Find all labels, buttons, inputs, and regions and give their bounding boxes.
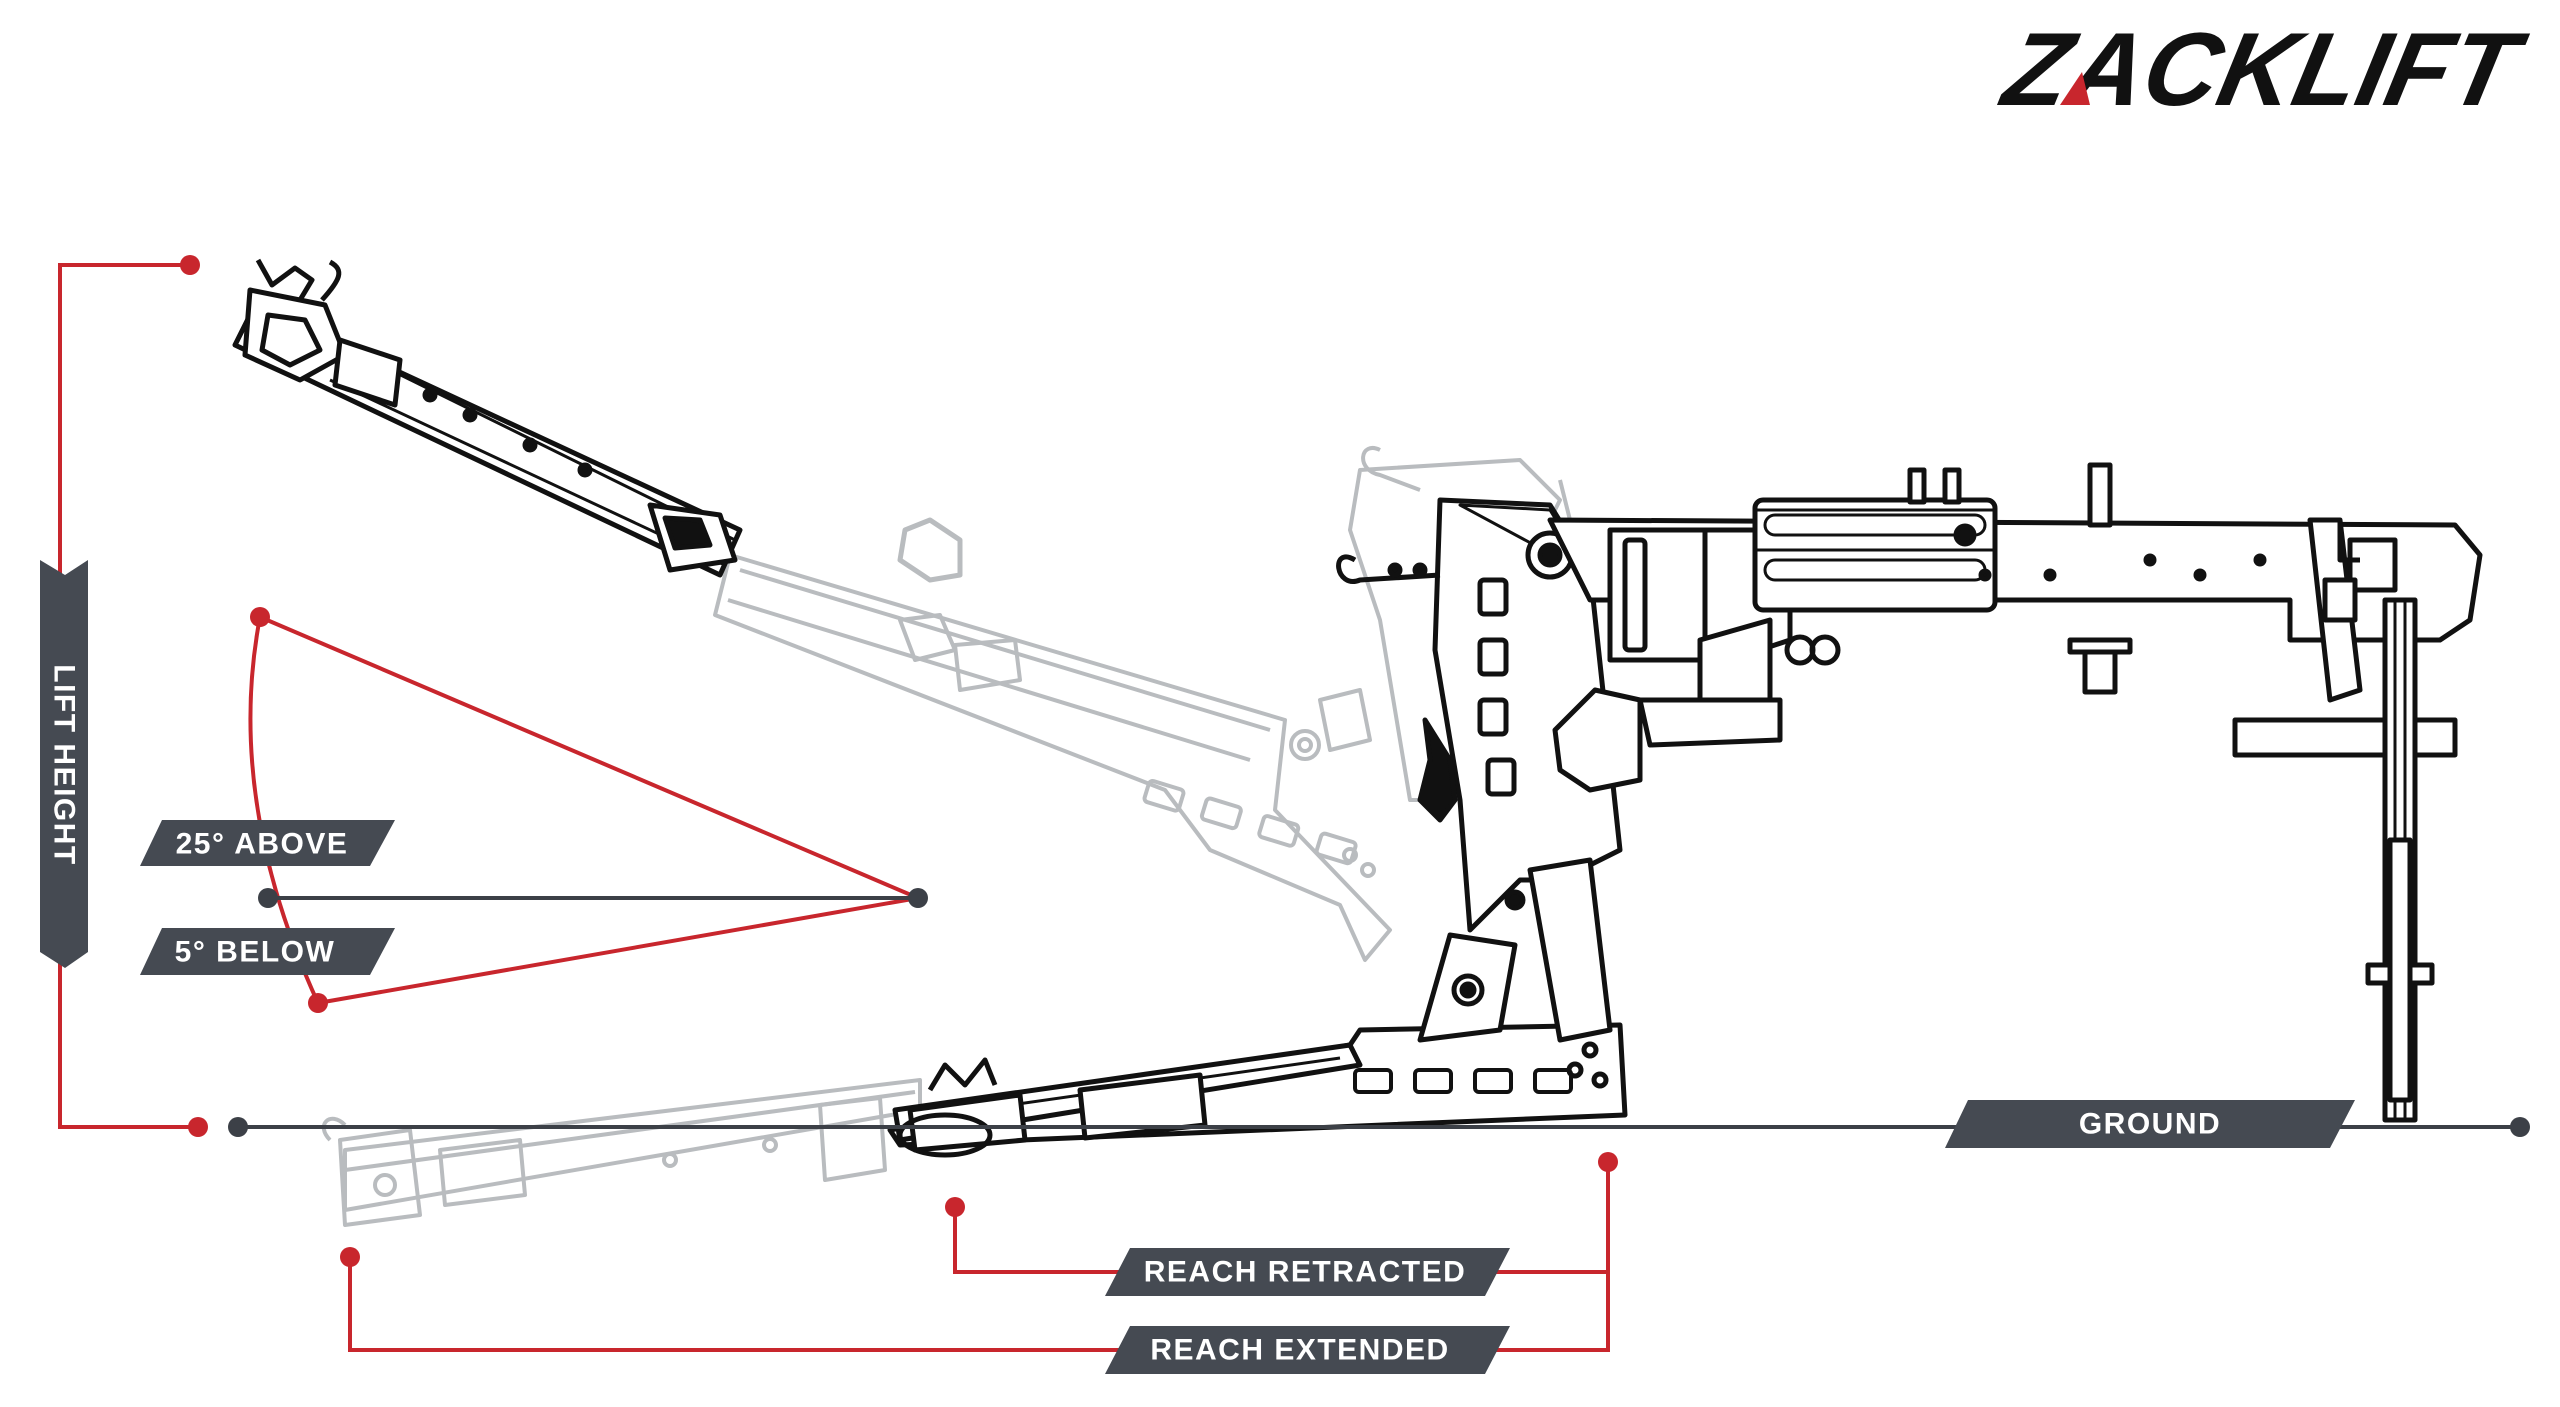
angle-above-plate [140, 820, 395, 866]
lift-height-text: LIFT HEIGHT [48, 664, 81, 865]
angle-level-dot [258, 888, 278, 908]
lift-angle-guide [248, 607, 928, 1013]
upright-arm [1336, 497, 1643, 1043]
reach-extended-text: REACH EXTENDED [1150, 1334, 1449, 1367]
reach-extended-start-dot [340, 1247, 360, 1267]
angle-pivot-dot [908, 888, 928, 908]
angle-line-below [317, 896, 919, 1005]
reach-extended-bracket [348, 1257, 1610, 1352]
ground-end-dot [2510, 1117, 2530, 1137]
lift-height-plate [40, 560, 88, 968]
angle-line-above [259, 615, 919, 900]
ground-text: GROUND [2079, 1108, 2221, 1141]
reach-end-dot [1598, 1152, 1618, 1172]
boom-raised [232, 258, 743, 578]
ground-label: GROUND [1945, 1100, 2355, 1148]
reach-extended-label: REACH EXTENDED [1105, 1326, 1510, 1374]
reach-retracted-text: REACH RETRACTED [1144, 1256, 1467, 1289]
angle-below-label: 5° BELOW [140, 928, 395, 975]
lift-height-top-dot [180, 255, 200, 275]
angle-below-plate [140, 928, 395, 975]
boom-retracted-lower [887, 932, 1628, 1158]
angle-above-text: 25° ABOVE [176, 828, 349, 861]
ground-start-dot [228, 1117, 248, 1137]
angle-above-label: 25° ABOVE [140, 820, 395, 866]
angle-top-dot [250, 607, 270, 627]
lift-height-label: LIFT HEIGHT [40, 560, 88, 968]
angle-below-text: 5° BELOW [175, 936, 336, 969]
reach-retracted-plate [1105, 1248, 1510, 1296]
angle-bottom-dot [308, 993, 328, 1013]
truck-frame [1547, 462, 2483, 1123]
ground-plate [1945, 1100, 2355, 1148]
brand-logo-text: ZACKLIFT [1992, 12, 2536, 128]
logo-red-accent [2060, 72, 2090, 105]
lift-height-bottom-dot [188, 1117, 208, 1137]
reach-retracted-label: REACH RETRACTED [1105, 1248, 1510, 1296]
reach-retracted-start-dot [945, 1197, 965, 1217]
ghost-boom-low [321, 1078, 922, 1227]
reach-extended-plate [1105, 1326, 1510, 1374]
zacklift-logo: ZACKLIFT [1992, 12, 2536, 128]
